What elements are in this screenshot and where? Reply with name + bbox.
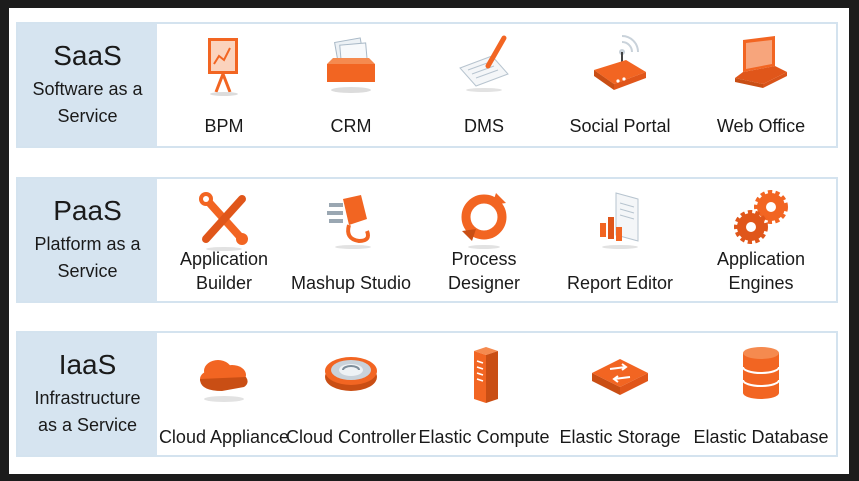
wrench-tools-icon [199,192,248,251]
row-description: Platform as a Service [34,234,141,281]
row-abbreviation: IaaS [58,349,117,380]
item-social-portal: Social Portal [555,24,685,146]
row-description: Software as a Service [32,79,143,126]
item-label: CRM [330,116,372,136]
item-process-designer: Process Designer [419,179,549,301]
document-pen-icon [459,35,509,92]
item-web-office: Web Office [696,24,826,146]
item-report-editor: Report Editor [555,179,685,301]
paas-row: PaaS Platform as a Service Application B… [16,177,838,303]
item-label: BPM [204,116,244,136]
item-label: Elastic Database [693,427,829,447]
item-bpm: BPM [159,24,289,146]
network-switch-icon [592,359,648,395]
row-header: IaaS Infrastructure as a Service [18,333,157,455]
item-application-builder: Application Builder [159,179,289,301]
database-cylinder-icon [742,347,780,399]
row-description: Infrastructure as a Service [34,388,141,435]
controller-disc-icon [325,357,377,391]
item-label: Application Builder [179,249,269,293]
saas-row: SaaS Software as a Service BPM [16,22,838,148]
row-abbreviation: PaaS [53,195,122,226]
cloud-icon [200,360,248,402]
item-elastic-storage: Elastic Storage [555,333,685,455]
item-application-engines: Application Engines [696,179,826,301]
wireless-router-icon [594,35,646,90]
item-cloud-controller: Cloud Controller [286,333,416,455]
item-cloud-appliance: Cloud Appliance [159,333,289,455]
item-dms: DMS [419,24,549,146]
item-label: Elastic Storage [559,427,681,447]
row-abbreviation: SaaS [53,40,122,71]
item-label: Web Office [716,116,806,136]
item-label: DMS [464,116,504,136]
item-label: Application Engines [716,249,806,293]
server-tower-icon [474,347,498,403]
gears-icon [734,190,788,244]
row-header: PaaS Platform as a Service [18,179,157,301]
item-label: Social Portal [569,116,671,136]
cycle-arrows-icon [461,193,507,249]
laptop-icon [735,36,787,88]
item-label: Process Designer [447,249,521,293]
item-elastic-compute: Elastic Compute [418,333,550,455]
item-label: Cloud Controller [285,427,417,447]
card-file-icon [327,37,375,93]
item-label: Report Editor [566,273,674,293]
item-label: Cloud Appliance [158,427,290,447]
item-label: Mashup Studio [290,273,412,293]
item-crm: CRM [286,24,416,146]
row-header: SaaS Software as a Service [18,24,157,146]
item-elastic-database: Elastic Database [693,333,829,455]
report-chart-icon [600,192,639,249]
iaas-row: IaaS Infrastructure as a Service Cloud A… [16,331,838,457]
plug-icon [327,195,371,249]
presentation-board-icon [208,38,238,96]
item-label: Elastic Compute [418,427,550,447]
item-mashup-studio: Mashup Studio [286,179,416,301]
diagram-frame: SaaS Software as a Service BPM [9,8,849,474]
